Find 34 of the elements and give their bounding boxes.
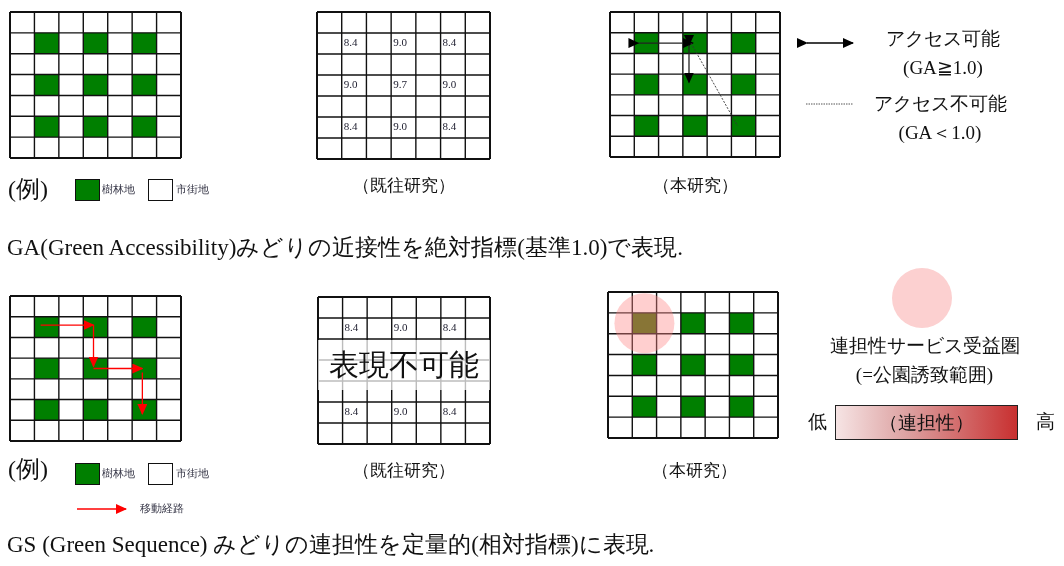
legend-text: 樹林地 — [102, 183, 135, 196]
cell-value: 9.7 — [393, 78, 407, 91]
legend-text: 連担性サービス受益圏 (=公園誘致範囲) — [828, 334, 1021, 387]
gradient-bar: （連担性） — [835, 405, 1018, 440]
cell-value: 8.4 — [344, 321, 359, 334]
cell-value: 8.4 — [442, 120, 457, 133]
legend-text: 市街地 — [176, 183, 209, 196]
cell-value: 8.4 — [442, 36, 457, 49]
cell-value: 8.4 — [343, 120, 358, 133]
description-text: GA(Green Accessibility)みどりの近接性を絶対指標(基準1.0)で表現. — [7, 235, 684, 262]
cell-value: 9.0 — [393, 405, 408, 418]
example-label: (例) — [8, 456, 48, 484]
legend-text: 樹林地 — [102, 467, 135, 480]
example-label: (例) — [8, 176, 48, 204]
overlay-band: 表現不可能 — [318, 340, 490, 390]
cell-value: 8.4 — [442, 405, 457, 418]
cell-value: 8.4 — [343, 36, 358, 49]
cell-value: 9.0 — [393, 120, 407, 133]
cell-value: 9.0 — [442, 78, 457, 91]
cell-value: 9.0 — [343, 78, 358, 91]
caption-text: （既往研究） — [353, 461, 455, 481]
caption-text: （本研究） — [652, 176, 738, 196]
legend-text: 市街地 — [176, 467, 209, 480]
scale-label: 高 — [1036, 411, 1055, 433]
caption-text: （本研究） — [651, 461, 737, 481]
description-text: GS (Green Sequence) みどりの連担性を定量的(相対指標)に表現. — [7, 532, 655, 559]
caption-text: （既往研究） — [353, 176, 455, 196]
legend-text: 移動経路 — [140, 502, 184, 515]
legend-text: アクセス不可能 (GA＜1.0) — [872, 92, 1008, 145]
cell-value: 8.4 — [344, 405, 359, 418]
legend-text: アクセス可能 (GA≧1.0) — [885, 27, 1001, 80]
cell-value: 8.4 — [442, 321, 457, 334]
cell-value: 9.0 — [393, 36, 407, 49]
cell-value: 9.0 — [393, 321, 408, 334]
